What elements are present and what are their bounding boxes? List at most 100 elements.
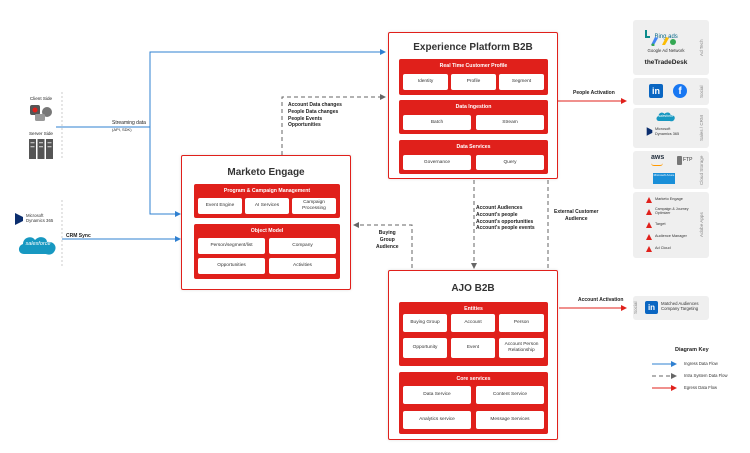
- ajo-b2b-title: AJO B2B: [451, 283, 495, 294]
- account-person-relationship-pill: Account Person Relationship: [499, 338, 544, 358]
- batch-pill: Batch: [403, 115, 471, 130]
- message-services-pill: Message Services: [476, 411, 544, 429]
- marketo-app-text: Marketo Engage: [655, 197, 683, 201]
- google-ad-network-text: Google Ad Network: [647, 48, 685, 53]
- object-model-title: Object Model: [250, 228, 284, 234]
- ai-services-pill: AI Services: [245, 198, 289, 214]
- object-model-section: Object Model Person/segment/list Company…: [194, 224, 340, 279]
- ingress-line-marketo: [149, 127, 181, 217]
- buying-group-line-3: Audience: [376, 243, 399, 250]
- bing-ads-text: Bing ads: [654, 34, 678, 40]
- microsoft-dest-icon: [646, 127, 653, 136]
- rtcp-title: Real Time Customer Profile: [439, 63, 508, 69]
- adobe-app-target: Target: [646, 221, 698, 231]
- social-account-group-label: Social: [633, 301, 638, 315]
- people-activation-label: People Activation: [573, 90, 615, 96]
- governance-pill: Governance: [403, 155, 471, 170]
- ad-tech-group-label: Ad Tech: [699, 39, 704, 56]
- salesforce-source: salesforce: [16, 232, 60, 260]
- opportunities-pill: Opportunities: [198, 258, 265, 274]
- buying-group-line-2: Group: [379, 236, 395, 243]
- core-services-title: Core services: [456, 376, 491, 382]
- linkedin-icon: in: [649, 84, 663, 98]
- account-data-label: Account Data changes People Data changes…: [288, 102, 342, 129]
- ad-tech-group: Ad Tech Bing ads Google Ad Network theTr…: [633, 20, 709, 75]
- sales-crm-group: Sales / CRM salesforce Microsoft Dynamic…: [633, 108, 709, 148]
- buying-group-line-1: Buying: [378, 230, 396, 236]
- salesforce-label: salesforce: [25, 241, 51, 247]
- experience-platform-title: Experience Platform B2B: [413, 42, 533, 53]
- social-group: Social in f: [633, 78, 709, 105]
- server-side-label: Server Side: [28, 131, 53, 136]
- entities-title: Entities: [464, 306, 483, 312]
- program-campaign-title: Program & Campaign Management: [223, 188, 311, 194]
- opportunity-pill: Opportunity: [403, 338, 447, 358]
- account-data-line-3: People Events: [288, 115, 323, 122]
- adobe-app-ad-cloud: Ad Cloud: [646, 245, 698, 255]
- salesforce-dest-icon: [656, 112, 675, 122]
- adobe-apps-group-label: Adobe Apps: [699, 212, 704, 238]
- adobe-icon: [646, 209, 652, 215]
- client-side-label: Client Side: [29, 96, 53, 101]
- external-customer-line-1: External Customer: [554, 209, 599, 215]
- crm-sync-label: CRM Sync: [66, 233, 91, 239]
- external-customer-label: External Customer Audience: [554, 209, 598, 223]
- aws-smile-icon: [651, 163, 663, 166]
- target-app-text: Target: [655, 222, 666, 226]
- marketo-engage-title: Marketo Engage: [227, 167, 305, 178]
- event-pill: Event: [451, 338, 495, 358]
- adobe-apps-group: Adobe Apps Marketo Engage Campaign & Jou…: [633, 192, 709, 258]
- identity-pill: Identity: [403, 74, 448, 90]
- egress-line-people: [555, 98, 627, 175]
- experience-platform-box: Experience Platform B2B Real Time Custom…: [388, 32, 558, 179]
- matched-audiences-text: Matched Audiences Company Targeting: [661, 301, 699, 312]
- intra-line-account-data: [281, 94, 386, 155]
- company-pill: Company: [269, 238, 336, 254]
- diagram-key-title: Diagram Key: [675, 347, 709, 353]
- cloud-storage-group: Cloud Storage aws FTP Microsoft Azure: [633, 151, 709, 189]
- account-audiences-line-3: Account's opportunities: [476, 218, 534, 225]
- microsoft-dynamics-label: Microsoft Dynamics 365: [26, 213, 54, 224]
- person-segment-pill: Person/segment/list: [198, 238, 265, 254]
- salesforce-dest-text: salesforce: [658, 114, 674, 118]
- cloud-storage-group-label: Cloud Storage: [699, 155, 704, 185]
- adobe-icon: [646, 197, 652, 203]
- microsoft-dynamics-icon: [15, 213, 23, 225]
- entities-section: Entities Buying Group Account Person Opp…: [399, 302, 548, 366]
- segment-pill: Segment: [499, 74, 544, 90]
- data-ingestion-section: Data Ingestion Batch Stream: [399, 100, 548, 134]
- facebook-icon: f: [673, 84, 687, 98]
- server-side-source: Server Side: [24, 131, 58, 160]
- microsoft-dest-text: Microsoft Dynamics 365: [655, 127, 680, 136]
- bing-ads-logo: Bing ads: [645, 25, 678, 43]
- external-customer-line-2: Audience: [564, 215, 588, 222]
- adobe-icon: [646, 234, 652, 240]
- stream-pill: Stream: [476, 115, 544, 130]
- account-pill: Account: [451, 314, 495, 332]
- query-pill: Query: [476, 155, 544, 170]
- data-ingestion-title: Data Ingestion: [455, 104, 492, 110]
- key-egress-label: Egress Data Flow: [684, 385, 718, 390]
- salesforce-cloud-icon: [18, 237, 56, 255]
- adobe-app-marketo: Marketo Engage: [646, 196, 698, 206]
- streaming-label: Streaming data (API, SDK): [112, 120, 146, 134]
- event-engine-pill: Event Engine: [198, 198, 242, 214]
- account-data-line-2: People Data changes: [288, 108, 339, 115]
- account-data-line-1: Account Data changes: [288, 102, 342, 108]
- intra-line-buying-group: [353, 222, 413, 268]
- account-audiences-line-1: Account Audiences: [476, 205, 523, 211]
- activities-pill: Activities: [269, 258, 336, 274]
- account-audiences-line-4: Account's people events: [476, 225, 535, 232]
- campaign-processing-pill: Campaign Processing: [292, 198, 336, 214]
- adobe-app-audience-manager: Audience Manager: [646, 233, 698, 243]
- linkedin-icon: in: [645, 301, 658, 314]
- account-data-line-4: Opportunities: [288, 122, 321, 129]
- core-services-section: Core services Data Service Content Servi…: [399, 372, 548, 434]
- key-intra-label: Intra System Data Flow: [684, 373, 728, 378]
- server-rack-icon: [29, 139, 53, 160]
- buying-group-label: Buying Group Audience: [376, 230, 399, 250]
- data-services-section: Data Services Governance Query: [399, 140, 548, 174]
- cjo-app-text: Campaign & Journey Optimizer: [655, 207, 689, 216]
- azure-tile-icon: [653, 173, 675, 184]
- audience-manager-app-text: Audience Manager: [655, 234, 687, 238]
